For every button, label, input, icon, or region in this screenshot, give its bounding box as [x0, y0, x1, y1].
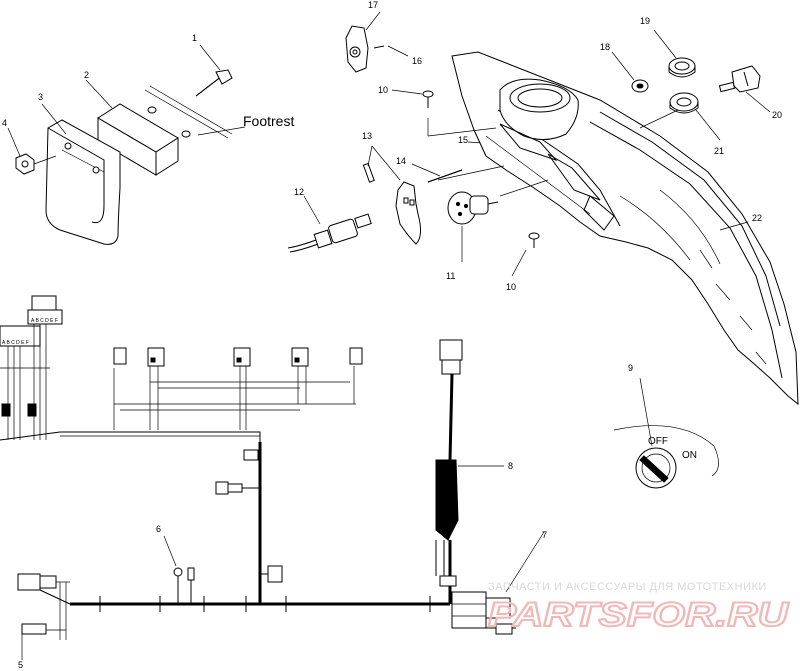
spacer-block-part: [97, 103, 191, 176]
watermark-tagline: ЗАПЧАСТИ И АКСЕССУАРЫ ДЛЯ МОТОТЕХНИКИ: [488, 581, 767, 593]
ring-terminal-part: [173, 567, 195, 604]
callout-10a: 10: [378, 85, 388, 95]
connector-mid: [215, 449, 283, 583]
callout-18: 18: [600, 42, 610, 52]
callout-22: 22: [752, 213, 762, 223]
callout-14: 14: [396, 156, 406, 166]
harness-branch-right: [435, 339, 463, 604]
callout-19: 19: [640, 16, 650, 26]
callout-15: 15: [458, 135, 468, 145]
ignition-switch-part: [447, 191, 499, 225]
grommet-part-lower: [669, 92, 699, 114]
callout-13: 13: [362, 131, 372, 141]
callout-10b: 10: [506, 282, 516, 292]
connector-block-lower-left: [17, 573, 70, 640]
gauge-pod: [499, 78, 579, 140]
callout-4: 4: [2, 118, 7, 128]
connector-cluster-right: [451, 591, 516, 635]
grommets-and-key: 19 18 21 20: [600, 16, 782, 156]
callout-3: 3: [38, 92, 43, 102]
footrest-pad-part: [45, 119, 121, 245]
connector-block-left: A B C D E F A B C D E F: [0, 295, 63, 440]
bracket-part: [345, 25, 369, 73]
footrest-label: Footrest: [243, 113, 294, 129]
svg-text:A B C D E F: A B C D E F: [31, 318, 58, 324]
screw-part: [422, 90, 434, 108]
callout-2: 2: [84, 70, 89, 80]
callout-21: 21: [714, 146, 724, 156]
callout-1: 1: [192, 33, 197, 43]
connector-top-row: [113, 347, 363, 367]
console-housing: 22: [427, 51, 799, 406]
key-part: [718, 65, 761, 93]
callout-20: 20: [772, 110, 782, 120]
grommet-part: [668, 57, 696, 78]
callout-5: 5: [18, 660, 23, 670]
svg-text:A B C D E F: A B C D E F: [2, 340, 29, 346]
switch-off-label: OFF: [648, 436, 668, 447]
callout-16: 16: [412, 56, 422, 66]
watermark: ЗАПЧАСТИ И АКСЕССУАРЫ ДЛЯ МОТОТЕХНИКИ PA…: [487, 581, 791, 635]
wiring-harness: A B C D E F A B C D E F: [0, 295, 547, 670]
footrest-assembly: 1 2 3 4 Footrest: [2, 33, 294, 245]
watermark-logo: PARTSFOR.RU: [488, 596, 790, 634]
bolt-part: [195, 69, 233, 97]
callout-8: 8: [508, 461, 513, 471]
callout-7: 7: [542, 530, 547, 540]
callout-9: 9: [628, 363, 633, 373]
lever-part: [395, 181, 422, 245]
pin-part: [362, 162, 375, 183]
washer-part: [631, 79, 649, 93]
callout-11: 11: [446, 271, 455, 281]
small-parts: 17 16 10 13 14: [287, 0, 540, 292]
screw-part-lower: [528, 232, 540, 248]
nut-part: [15, 153, 35, 175]
sensor-part: [287, 213, 372, 253]
callout-17: 17: [368, 0, 378, 10]
switch-on-label: ON: [682, 450, 697, 461]
callout-12: 12: [294, 187, 304, 197]
switch-detail: 9 OFF ON: [613, 363, 719, 489]
callout-6: 6: [156, 524, 161, 534]
